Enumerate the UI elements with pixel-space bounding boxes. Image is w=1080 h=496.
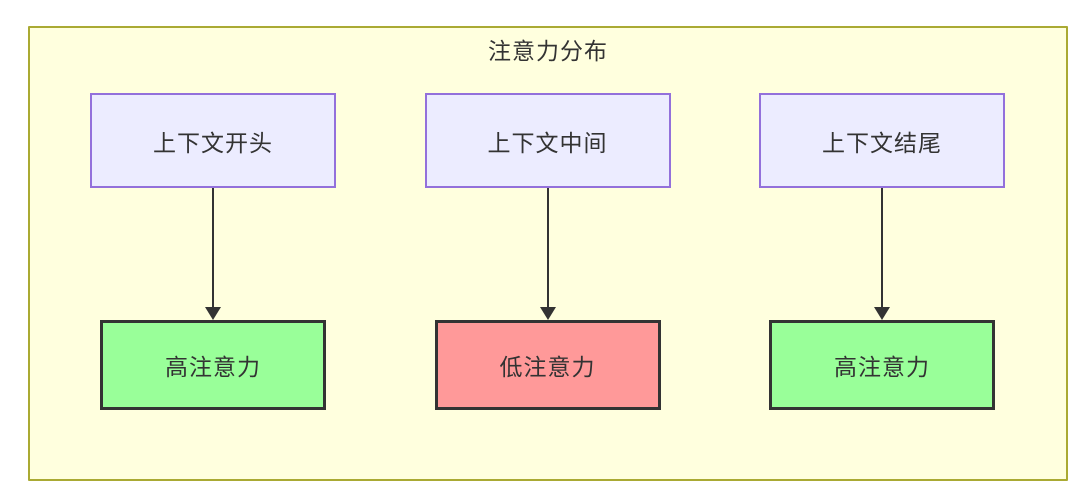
arrow-line <box>546 188 549 310</box>
cluster-title: 注意力分布 <box>488 38 608 64</box>
arrow-line <box>881 188 883 310</box>
attention-distribution-cluster: 注意力分布 上下文开头 高注意力 上下文中间 低注意力 上下文结尾 <box>28 26 1068 481</box>
node-high-attention-right: 高注意力 <box>769 320 995 410</box>
node-context-start: 上下文开头 <box>90 93 336 188</box>
flow-row: 上下文开头 高注意力 上下文中间 低注意力 上下文结尾 <box>30 93 1066 410</box>
flow-column-context-end: 上下文结尾 高注意力 <box>759 93 1005 410</box>
node-low-attention: 低注意力 <box>434 320 661 410</box>
node-high-attention-left: 高注意力 <box>100 320 326 410</box>
arrowhead-down-icon <box>205 307 221 320</box>
node-context-end: 上下文结尾 <box>759 93 1005 188</box>
arrow-context-start <box>204 188 222 320</box>
flow-column-context-middle: 上下文中间 低注意力 <box>424 93 671 410</box>
arrowhead-down-icon <box>539 307 556 320</box>
arrow-line <box>212 188 214 310</box>
node-context-middle: 上下文中间 <box>424 93 671 188</box>
flow-column-context-start: 上下文开头 高注意力 <box>90 93 336 410</box>
arrowhead-down-icon <box>874 307 890 320</box>
arrow-context-middle <box>539 188 557 320</box>
arrow-context-end <box>873 188 891 320</box>
